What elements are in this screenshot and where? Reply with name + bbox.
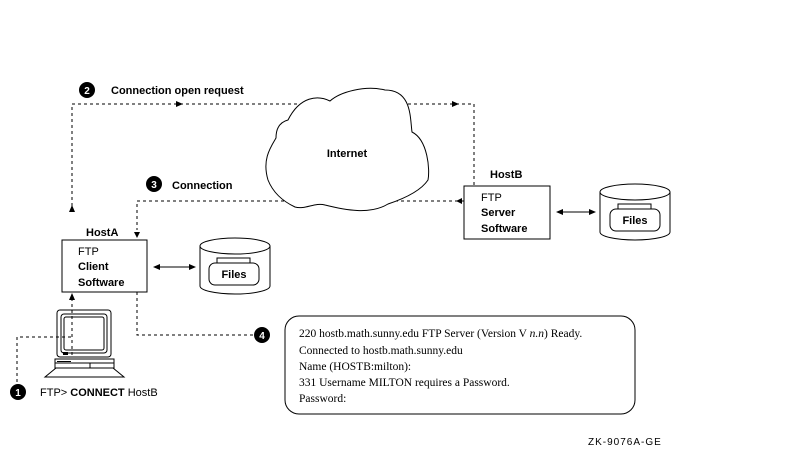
ftp-command-text: FTP> CONNECT HostB [40,387,158,399]
svg-text:Client: Client [78,261,109,273]
host-b-label: HostB [490,169,522,181]
client-to-output-path [136,292,254,336]
host-a-label: HostA [86,227,118,239]
svg-text:FTP: FTP [481,192,502,204]
terminal-output-box: 220 hostb.math.sunny.edu FTP Server (Ver… [284,315,636,415]
step-1-badge [10,384,26,400]
arrow-up-icon [69,205,75,212]
arrow-left-icon [153,264,160,270]
svg-text:4: 4 [259,331,265,342]
ftp-client-software-box [61,239,148,293]
output-line-1: 220 hostb.math.sunny.edu FTP Server (Ver… [299,328,582,340]
svg-text:Server: Server [481,207,516,219]
step-3-label: Connection [172,180,233,192]
internet-label: Internet [327,148,368,160]
host-a-files-disk-icon: Files [199,237,271,295]
host-a: HostA FTP Client Software Files [61,227,271,295]
arrow-right-icon [189,264,196,270]
host-a-files-label: Files [221,269,246,281]
arrow-right-icon [589,209,596,215]
figure-id-label: ZK-9076A-GE [588,437,662,448]
arrow-right-icon [176,101,183,107]
host-b: HostB FTP Server Software Files [463,169,671,241]
svg-text:Software: Software [78,277,124,289]
arrow-up-icon [69,293,75,300]
step-2-badge [79,82,95,98]
output-line-2: Connected to hostb.math.sunny.edu [299,345,463,357]
svg-text:Software: Software [481,223,527,235]
arrow-left-icon [556,209,563,215]
host-b-files-disk-icon: Files [599,183,671,241]
workstation-computer-icon [43,309,126,378]
host-b-files-label: Files [622,215,647,227]
step-1-annotation: 1 FTP> CONNECT HostB [10,384,158,400]
step-4-annotation: 4 [254,327,270,343]
step-3-annotation: 3 Connection [146,176,233,192]
step-2-label: Connection open request [111,85,244,97]
output-line-5: Password: [299,393,346,405]
arrow-down-icon [134,232,140,238]
ftp-server-software-box [463,185,551,240]
internet-cloud: Internet [265,87,430,212]
svg-text:2: 2 [84,86,90,97]
svg-text:1: 1 [15,388,21,399]
step-2-annotation: 2 Connection open request [79,82,244,98]
svg-text:FTP: FTP [78,246,99,258]
step-3-badge [146,176,162,192]
output-line-4: 331 Username MILTON requires a Password. [299,377,510,389]
arrow-left-icon [456,198,462,204]
arrow-right-icon [452,101,459,107]
step-1-leader [16,336,72,382]
step-4-badge [254,327,270,343]
output-line-3: Name (HOSTB:milton): [299,361,411,373]
svg-text:3: 3 [151,180,157,191]
